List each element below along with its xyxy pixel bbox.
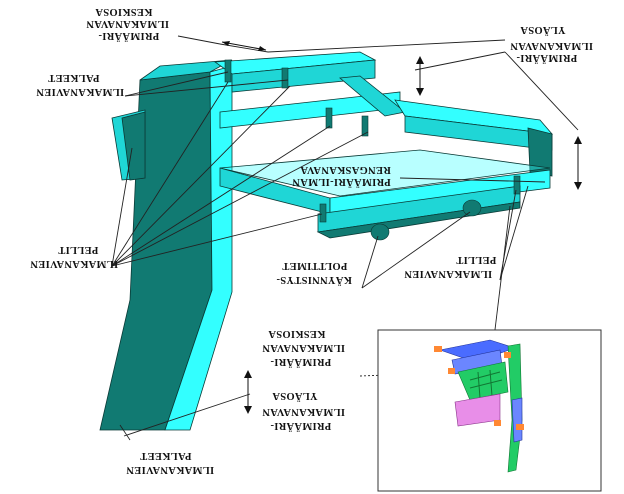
duct-model	[99, 51, 553, 431]
inset-orange-4	[516, 424, 524, 430]
label-text: PRIMÄÄRI-	[270, 356, 331, 369]
damper-2	[281, 67, 289, 89]
label-text: PALKEET	[140, 450, 192, 461]
label-ring-duct: RENGASKANAVA PRIMÄÄRI-ILMAN	[292, 164, 391, 189]
label-text: ILMAKANAVIEN	[126, 464, 214, 475]
label-inset-upper: YLÄOSA ILMAKANAVAN PRIMÄÄRI-	[262, 390, 345, 433]
vertical-duct-top	[139, 59, 233, 81]
label-text: ILMAKANAVAN	[262, 342, 345, 353]
label-text: KÄYNNISTYS-	[276, 274, 352, 287]
label-text: ILMAKANAVAN	[262, 406, 345, 417]
label-text: ILMAKANAVAN	[510, 40, 593, 51]
right-end-cap	[527, 127, 553, 177]
inset-orange-2	[448, 368, 455, 374]
svg-text:ILMAKANAVIEN: ILMAKANAVIEN	[30, 258, 118, 269]
label-text: PRIMÄÄRI-	[270, 420, 331, 433]
label-text: RENGASKANAVA	[300, 164, 391, 175]
damper-3	[325, 107, 333, 129]
label-text: KESKIOSA	[268, 328, 325, 339]
damper-6	[513, 175, 521, 195]
label-text: PELLIT	[58, 244, 98, 255]
burner-2	[462, 199, 482, 217]
inset-green-grid	[469, 369, 503, 399]
label-text: PRIMÄÄRI-	[98, 30, 159, 43]
svg-text:PELLIT: PELLIT	[456, 254, 496, 265]
svg-text:PRIMÄÄRI-: PRIMÄÄRI-	[270, 420, 331, 433]
inset-orange-1	[434, 346, 442, 352]
left-stub-upper-dark	[121, 111, 146, 181]
label-text: ILMAKANAVIEN	[404, 268, 492, 279]
upper-rail-front	[231, 59, 376, 93]
inset-model	[434, 339, 524, 473]
label-primary-upper-right: YLÄOSA ILMAKANAVAN PRIMÄÄRI-	[510, 24, 593, 65]
svg-text:POLTTIMET: POLTTIMET	[282, 260, 347, 271]
label-text: PELLIT	[456, 254, 496, 265]
inset-overview	[377, 329, 602, 492]
label-dampers-right: PELLIT ILMAKANAVIEN	[404, 254, 496, 279]
label-actuators: POLTTIMET KÄYNNISTYS-	[276, 260, 352, 287]
label-bellows-upper: PALKEET ILMAKANAVIEN	[36, 72, 124, 97]
label-text: YLÄOSA	[272, 390, 318, 403]
label-bellows-bottom: PALKEET ILMAKANAVIEN	[126, 450, 214, 475]
svg-text:PRIMÄÄRI-: PRIMÄÄRI-	[98, 30, 159, 43]
inset-orange-5	[494, 420, 501, 426]
svg-text:ILMAKANAVAN: ILMAKANAVAN	[262, 342, 345, 353]
svg-text:KESKIOSA: KESKIOSA	[268, 328, 325, 339]
damper-1	[224, 59, 232, 83]
label-text: ILMAKANAVAN	[86, 18, 169, 29]
damper-5	[319, 203, 327, 223]
svg-text:ILMAKANAVAN: ILMAKANAVAN	[510, 40, 593, 51]
label-text: PRIMÄÄRI-ILMAN	[292, 176, 391, 189]
label-text: YLÄOSA	[520, 24, 566, 37]
svg-text:PALKEET: PALKEET	[140, 450, 192, 461]
svg-text:ILMAKANAVIEN: ILMAKANAVIEN	[404, 268, 492, 279]
label-text: ILMAKANAVIEN	[36, 86, 124, 97]
svg-text:YLÄOSA: YLÄOSA	[520, 24, 566, 37]
svg-text:ILMAKANAVIEN: ILMAKANAVIEN	[36, 86, 124, 97]
inset-column-top	[511, 397, 523, 443]
label-dampers-left: PELLIT ILMAKANAVIEN	[30, 244, 118, 269]
label-text: KESKIOSA	[95, 6, 152, 17]
label-text: PALKEET	[48, 72, 100, 83]
inset-orange-3	[504, 352, 511, 358]
svg-text:PRIMÄÄRI-: PRIMÄÄRI-	[270, 356, 331, 369]
label-middle-topleft: KESKIOSA ILMAKANAVAN PRIMÄÄRI-	[86, 6, 169, 43]
svg-text:RENGASKANAVA: RENGASKANAVA	[300, 164, 391, 175]
labels: KESKIOSA ILMAKANAVAN PRIMÄÄRI- PALKEET I…	[30, 6, 593, 475]
dimension-arrows	[221, 41, 582, 414]
svg-text:ILMAKANAVIEN: ILMAKANAVIEN	[126, 464, 214, 475]
ring-duct-top	[219, 149, 551, 197]
label-text: ILMAKANAVIEN	[30, 258, 118, 269]
svg-text:ILMAKANAVAN: ILMAKANAVAN	[86, 18, 169, 29]
svg-text:PRIMÄÄRI-: PRIMÄÄRI-	[516, 52, 577, 65]
svg-text:YLÄOSA: YLÄOSA	[272, 390, 318, 403]
svg-text:KÄYNNISTYS-: KÄYNNISTYS-	[276, 274, 352, 287]
label-inset-middle: KESKIOSA ILMAKANAVAN PRIMÄÄRI-	[262, 328, 345, 369]
svg-text:KESKIOSA: KESKIOSA	[95, 6, 152, 17]
leader-lines	[111, 35, 579, 441]
svg-text:PRIMÄÄRI-ILMAN: PRIMÄÄRI-ILMAN	[292, 176, 391, 189]
damper-4	[361, 115, 369, 137]
svg-text:PELLIT: PELLIT	[58, 244, 98, 255]
label-text: POLTTIMET	[282, 260, 347, 271]
inset-green-body	[457, 361, 509, 401]
label-text: PRIMÄÄRI-	[516, 52, 577, 65]
svg-text:PALKEET: PALKEET	[48, 72, 100, 83]
burner-1	[370, 223, 390, 241]
svg-text:ILMAKANAVAN: ILMAKANAVAN	[262, 406, 345, 417]
